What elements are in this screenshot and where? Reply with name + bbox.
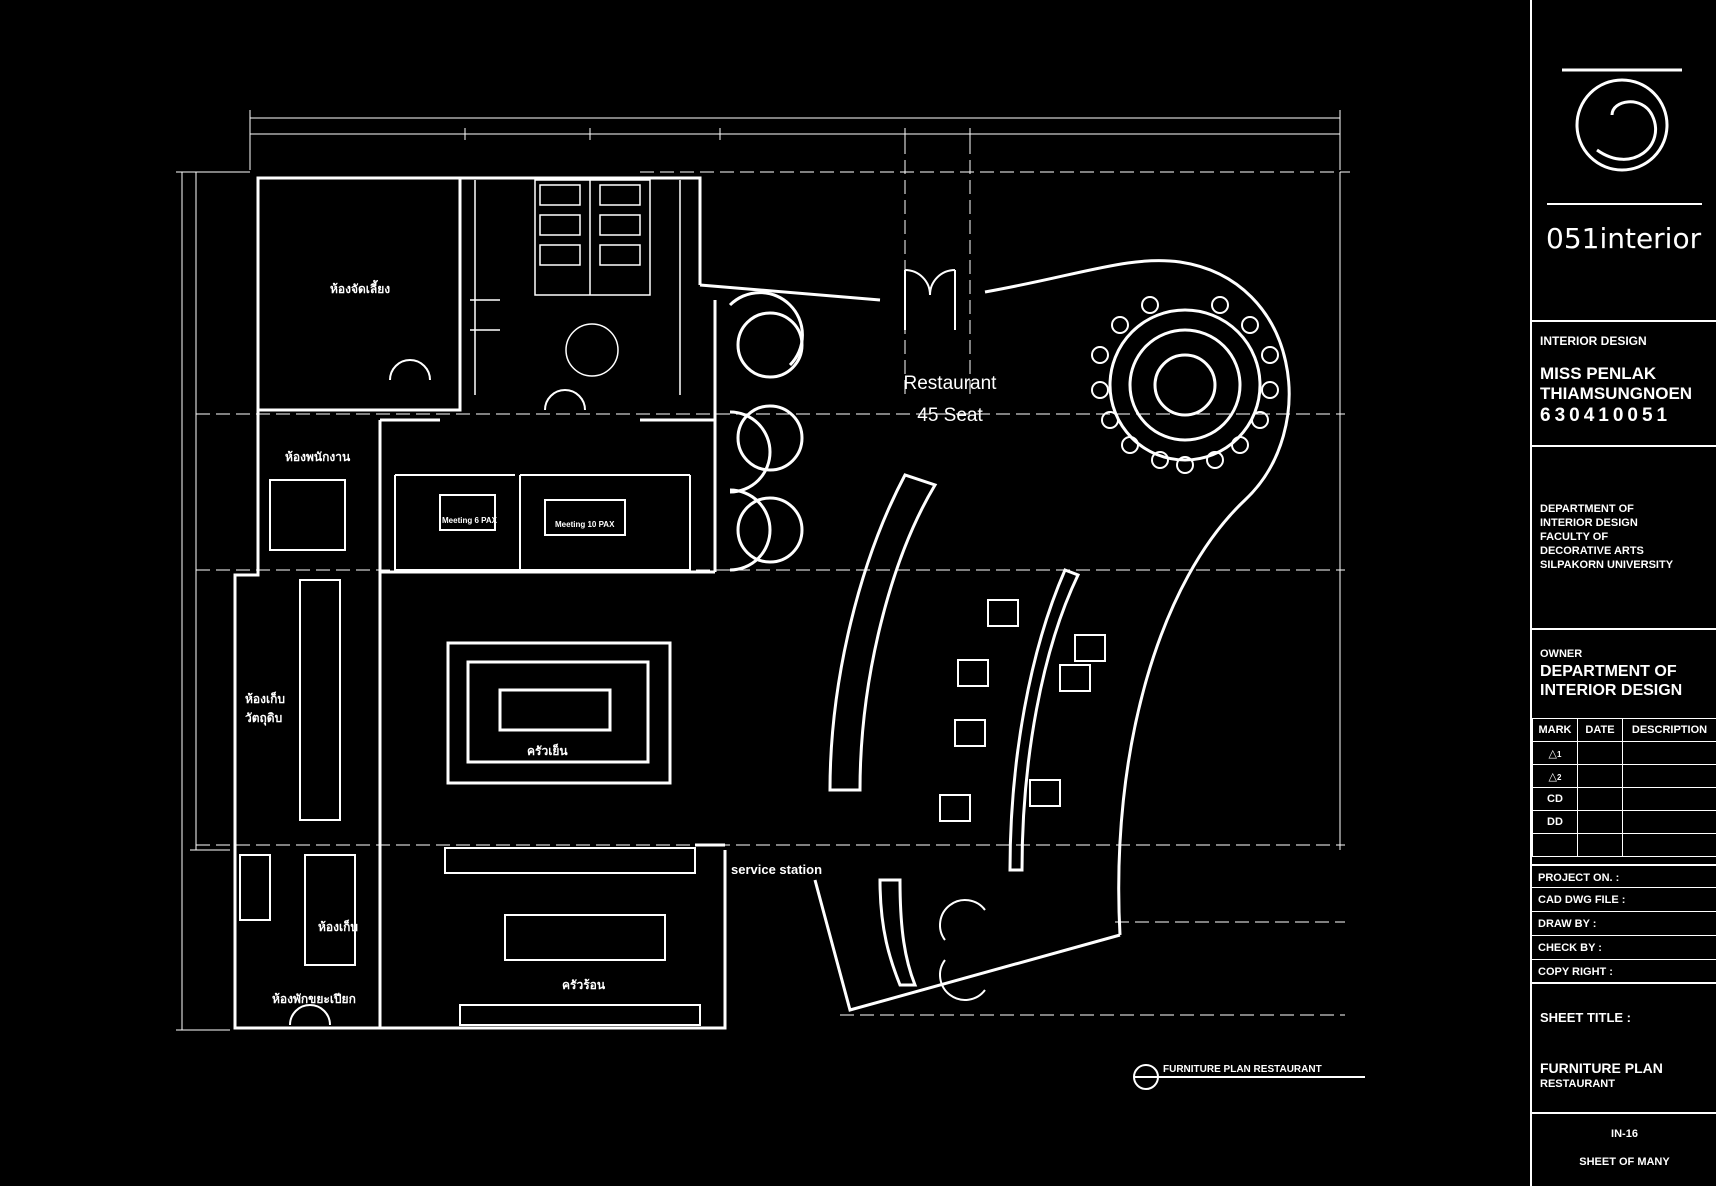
designer-section: INTERIOR DESIGN MISS PENLAK THIAMSUNGNOE… xyxy=(1532,322,1716,447)
rev-mark: CD xyxy=(1532,787,1578,811)
rev-header-date: DATE xyxy=(1577,718,1623,742)
department-line: INTERIOR DESIGN xyxy=(1540,517,1638,529)
rev-date xyxy=(1577,810,1623,834)
revision-header-row: MARK DATE DESCRIPTION xyxy=(1532,718,1716,742)
designer-name-2: THIAMSUNGNOEN xyxy=(1540,384,1693,403)
sheet-title-1: FURNITURE PLAN xyxy=(1540,1060,1663,1076)
kitchen-island xyxy=(446,641,672,785)
department-line: DECORATIVE ARTS xyxy=(1540,545,1644,557)
brand-section: 051interior xyxy=(1532,0,1716,322)
table-row xyxy=(1532,833,1716,857)
storage-shelves xyxy=(239,579,356,966)
department-lines: DEPARTMENT OF INTERIOR DESIGN FACULTY OF… xyxy=(1540,502,1673,572)
round-bar xyxy=(1108,308,1262,462)
doors xyxy=(289,269,986,1026)
revision-table: MARK DATE DESCRIPTION △1 △2 CD DD xyxy=(1532,718,1716,857)
cad-file-field: CAD DWG FILE : xyxy=(1532,888,1716,912)
rev-desc xyxy=(1622,810,1716,834)
rev-mark: DD xyxy=(1532,810,1578,834)
rev-mark xyxy=(1532,833,1578,857)
floor-plan-svg xyxy=(176,110,1365,1090)
rev-date xyxy=(1577,764,1623,788)
copyright-field: COPY RIGHT : xyxy=(1532,960,1716,984)
sheet-title-2: RESTAURANT xyxy=(1540,1078,1615,1090)
room-label-banquet: ห้องจัดเลี้ยง xyxy=(330,282,391,296)
room-label-meeting-a: Meeting 6 PAX xyxy=(442,516,497,525)
rev-desc xyxy=(1622,741,1716,765)
lower-kitchen xyxy=(444,847,701,1026)
dining-tables xyxy=(939,599,1106,822)
rev-header-mark: MARK xyxy=(1532,718,1578,742)
plan-title-symbol xyxy=(1133,1064,1365,1090)
service-station-label: service station xyxy=(731,862,823,877)
plan-title: FURNITURE PLAN RESTAURANT xyxy=(1163,1064,1322,1075)
owner-line-2: INTERIOR DESIGN xyxy=(1540,682,1683,699)
rev-mark-triangle-icon: △1 xyxy=(1532,741,1578,765)
department-section: DEPARTMENT OF INTERIOR DESIGN FACULTY OF… xyxy=(1532,447,1716,630)
rev-date xyxy=(1577,833,1623,857)
check-by-field: CHECK BY : xyxy=(1532,936,1716,960)
rev-date xyxy=(1577,787,1623,811)
room-label-kitchen-lower: ครัวร้อน xyxy=(562,978,606,992)
restroom-fixtures xyxy=(470,179,681,395)
department-line: SILPAKORN UNIVERSITY xyxy=(1540,559,1674,571)
owner-line-1: DEPARTMENT OF xyxy=(1540,663,1677,680)
rev-mark-triangle-icon: △2 xyxy=(1532,764,1578,788)
rev-desc xyxy=(1622,833,1716,857)
brand-divider xyxy=(1547,203,1702,205)
department-line: DEPARTMENT OF xyxy=(1540,503,1634,515)
title-block: 051interior INTERIOR DESIGN MISS PENLAK … xyxy=(1530,0,1716,1186)
department-line: FACULTY OF xyxy=(1540,531,1609,543)
room-label-meeting-b: Meeting 10 PAX xyxy=(555,520,615,529)
interior-design-heading: INTERIOR DESIGN xyxy=(1540,334,1647,348)
bar-stools xyxy=(1091,296,1279,474)
brand-name: 051interior xyxy=(1546,222,1702,255)
051-circle-logo-icon xyxy=(1562,68,1682,172)
walls xyxy=(233,176,1291,1030)
table-row: DD xyxy=(1532,810,1716,834)
sheet-title-section: SHEET TITLE : FURNITURE PLAN RESTAURANT xyxy=(1532,984,1716,1114)
rev-header-description: DESCRIPTION xyxy=(1622,718,1716,742)
meeting-rooms xyxy=(269,474,691,571)
student-id: 630410051 xyxy=(1540,405,1672,426)
room-label-kitchen-upper: ครัวเย็น xyxy=(527,744,568,758)
owner-heading: OWNER xyxy=(1540,648,1583,660)
room-label-locker: ห้องเก็บ xyxy=(318,920,358,934)
sheet-number: IN-16 xyxy=(1611,1128,1638,1140)
owner-section: OWNER DEPARTMENT OF INTERIOR DESIGN xyxy=(1532,630,1716,718)
rev-desc xyxy=(1622,787,1716,811)
seat-count-label: 45 Seat xyxy=(917,405,983,426)
sheet-of: SHEET OF MANY xyxy=(1579,1156,1670,1168)
designer-name-1: MISS PENLAK xyxy=(1540,364,1657,383)
floor-plan-drawing: ห้องจัดเลี้ยง ห้องพนักงาน ห้องเก็บ วัตถุ… xyxy=(176,110,1365,1090)
rev-desc xyxy=(1622,764,1716,788)
restaurant-label: Restaurant xyxy=(903,373,997,394)
room-label-staff: ห้องพนักงาน xyxy=(285,450,351,464)
draw-by-field: DRAW BY : xyxy=(1532,912,1716,936)
room-label-garbage: ห้องพักขยะเปียก xyxy=(272,992,356,1006)
rev-date xyxy=(1577,741,1623,765)
sheet-title-label: SHEET TITLE : xyxy=(1540,1010,1631,1025)
room-label-storage: ห้องเก็บ วัตถุดิบ xyxy=(245,692,285,725)
project-field: PROJECT ON. : xyxy=(1532,864,1716,888)
table-row: △2 xyxy=(1532,764,1716,788)
table-row: CD xyxy=(1532,787,1716,811)
curved-counters xyxy=(828,473,1081,987)
booth-seats xyxy=(728,291,804,572)
table-row: △1 xyxy=(1532,741,1716,765)
dimension-lines xyxy=(176,110,1350,1031)
grid-lines xyxy=(196,140,1345,1016)
